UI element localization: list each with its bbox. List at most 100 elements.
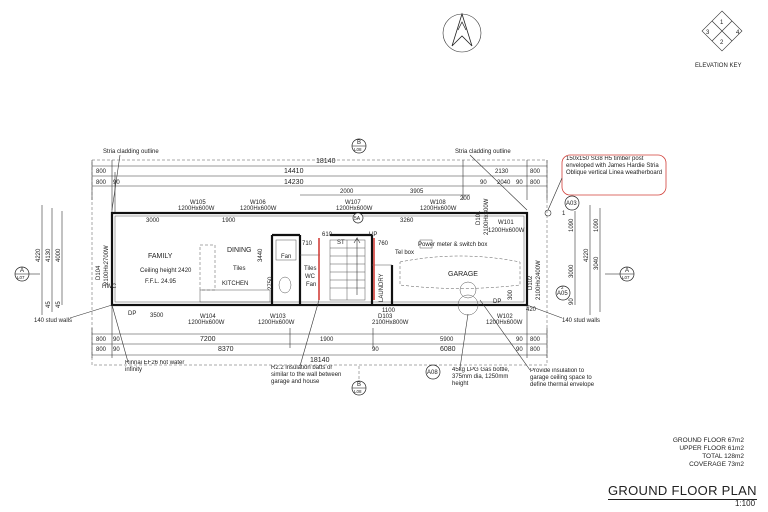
dim-bot-1d: 1900 (320, 337, 334, 343)
area-upper: UPPER FLOOR 61m2 (679, 445, 744, 452)
ffl-level: F.F.L. 24.95 (145, 279, 177, 285)
svg-text:5A: 5A (354, 216, 361, 222)
dim-inner-9: 1100 (382, 308, 396, 314)
note-stud-right: 140 stud walls (562, 318, 600, 324)
post-callout-number: 1 (562, 211, 566, 217)
drawing-scale: 1:100 (735, 499, 756, 508)
svg-text:L08: L08 (354, 147, 362, 152)
dim-top-2e: 2040 (497, 180, 511, 186)
note-insulation-wall: R2.2 insulation batts or similar to the … (271, 365, 341, 385)
dim-top-2f: 90 (516, 180, 523, 186)
dim-overall-bottom: 18140 (310, 357, 330, 364)
power-meter: Power meter & switch box (418, 242, 487, 248)
room-laundry: LAUNDRY (379, 273, 385, 302)
dim-top-2b: 90 (113, 180, 120, 186)
dim-inner-3: 3260 (400, 218, 414, 224)
stair-marker-5a: 5A (352, 212, 364, 224)
wc-tiles: Tiles (304, 266, 316, 272)
top-dimensions: 18140 800 14410 2130 800 800 90 14230 90… (91, 158, 548, 213)
dim-right-a: 1090 (569, 218, 575, 232)
dim-top-3b: 3905 (410, 189, 424, 195)
w103-label: W103 (270, 314, 286, 320)
w106-label: W106 (250, 200, 266, 206)
section-b-bottom-marker: B L08 (351, 366, 367, 396)
w102-size: 1200Hx600W (486, 320, 523, 326)
callout-a03: A03 (564, 195, 580, 211)
ekey-num-1: 1 (720, 20, 724, 26)
windows-doors: W105 1200Hx600W W106 1200Hx600W W107 120… (96, 198, 542, 326)
callout-a05: A05 2 (555, 285, 571, 301)
bottom-dimensions: 800 90 7200 1900 5900 90 800 800 90 8370… (91, 305, 548, 364)
dim-top-2d: 90 (480, 180, 487, 186)
d102-size: 2100Hx2400W (536, 260, 542, 300)
d102-label: D102 (528, 275, 534, 290)
hwc-label: HWC (102, 284, 117, 290)
left-dimensions: 4220 4130 4000 45 45 (36, 205, 63, 315)
area-total: TOTAL 128m2 (702, 453, 744, 460)
dim-bot-1e: 5900 (440, 337, 454, 343)
north-arrow-icon (442, 12, 482, 53)
inner-dimensions: 3000 1900 3260 3440 2750 710 610 760 110… (146, 218, 537, 319)
section-a-right-marker: A L07 (605, 266, 635, 282)
area-ground: GROUND FLOOR 67m2 (672, 437, 744, 444)
dim-bot-1b: 90 (113, 337, 120, 343)
svg-text:L07: L07 (622, 275, 630, 280)
dim-inner-2: 1900 (222, 218, 236, 224)
dim-bot-1a: 800 (96, 337, 107, 343)
note-stria-left: Stria cladding outline (103, 149, 159, 155)
w104-label: W104 (200, 314, 216, 320)
room-labels: FAMILY Ceiling height 2420 F.F.L. 24.95 … (102, 232, 501, 317)
dim-left-c: 4000 (56, 248, 62, 262)
stria-cladding-outline (91, 159, 548, 366)
dim-bot-1f: 90 (516, 337, 523, 343)
dim-right-b: 3000 (569, 264, 575, 278)
dim-inner-5: 2750 (268, 276, 274, 290)
room-wc: WC (305, 274, 316, 280)
kitchen-bench (199, 239, 297, 303)
ceiling-height: Ceiling height 2420 (140, 268, 192, 274)
insulation-wall (318, 238, 375, 300)
dim-right-c: 4220 (584, 248, 590, 262)
section-a-left-marker: A L07 (14, 266, 40, 282)
staircase (329, 236, 366, 301)
note-gas-bottle: 45kg LPG Gas bottle, 375mm dia, 1250mm h… (452, 367, 509, 387)
dim-right-f: 90 (569, 298, 575, 305)
svg-text:L07: L07 (17, 275, 25, 280)
right-dimensions: 1090 3000 4220 3040 1090 90 (569, 205, 601, 315)
room-garage: GARAGE (448, 271, 478, 278)
dim-inner-7: 610 (322, 232, 333, 238)
w108-size: 1200Hx600W (420, 206, 457, 212)
dim-inner-1: 3000 (146, 218, 160, 224)
dim-right-e: 1090 (594, 218, 600, 232)
dining-tiles: Tiles (233, 266, 245, 272)
svg-text:A03: A03 (566, 201, 577, 207)
dim-top-1a: 800 (96, 169, 107, 175)
area-coverage: COVERAGE 73m2 (689, 461, 744, 468)
svg-text:B: B (357, 382, 361, 388)
dim-top-1d: 800 (530, 169, 541, 175)
svg-text:A05: A05 (557, 291, 568, 297)
w103-size: 1200Hx600W (258, 320, 295, 326)
dim-top-1b: 14410 (284, 168, 304, 175)
note-insulation-garage: Provide insulation to garage ceiling spa… (530, 368, 594, 388)
post-note-box (561, 154, 667, 196)
dim-top-3a: 2000 (340, 189, 354, 195)
dim-bot-2g: 800 (530, 347, 541, 353)
dim-left-e: 45 (56, 301, 62, 308)
downpipe-right: DP (493, 299, 501, 305)
dim-inner-10: 300 (508, 289, 514, 300)
d103-label: D103 (378, 314, 393, 320)
w107-size: 1200Hx600W (336, 206, 373, 212)
note-stria-right: Stria cladding outline (455, 149, 511, 155)
svg-text:A08: A08 (427, 370, 438, 376)
notes: Stria cladding outline Stria cladding ou… (34, 149, 667, 388)
d101-size: 2100Hx800W (484, 198, 490, 235)
dim-left-b: 4130 (46, 248, 52, 262)
svg-text:2: 2 (561, 285, 564, 290)
dim-inner-4: 3440 (258, 248, 264, 262)
dim-bot-2c: 8370 (218, 346, 234, 353)
d104-size: 2100Hx2700W (104, 245, 110, 285)
dim-inner-8: 760 (378, 241, 389, 247)
